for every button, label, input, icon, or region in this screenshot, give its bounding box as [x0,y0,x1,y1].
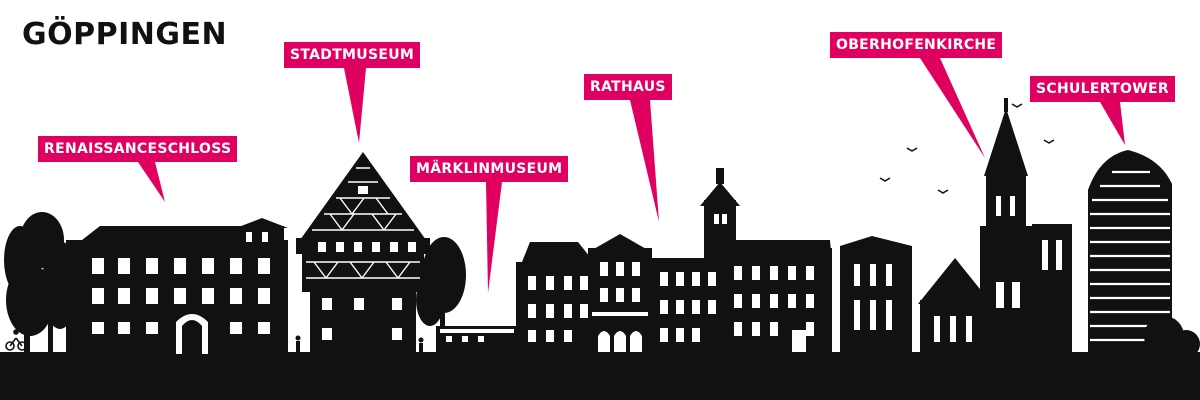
pointer-oberhofenkirche [920,58,985,158]
label-rathaus: RATHAUS [584,74,672,100]
label-oberhofenkirche: OBERHOFENKIRCHE [830,32,1003,58]
label-renaissanceschloss: RENAISSANCESCHLOSS [38,136,238,162]
ground [0,352,1200,400]
label-maerklinmuseum: MÄRKLINMUSEUM [410,156,569,182]
label-stadtmuseum: STADTMUSEUM [284,42,421,68]
stadtmuseum-building [296,152,430,354]
rathaus-building [516,168,832,354]
city-title: GÖPPINGEN [22,17,228,52]
label-schulertower: SCHULERTOWER [1030,76,1175,102]
maerklin-train [436,326,518,352]
renaissanceschloss-building [66,218,288,354]
oberhofenkirche-building [840,98,1072,354]
birds [879,103,1055,194]
pointer-schulertower [1100,102,1125,145]
label-pointers [138,58,1125,293]
pointer-rathaus [630,100,659,222]
pointer-renaissanceschloss [138,162,165,202]
pointer-maerklinmuseum [486,182,502,293]
cyclist-icon [5,329,27,351]
pedestrian-icon [295,335,424,353]
schulertower-building [1088,150,1200,358]
pointer-stadtmuseum [344,68,366,143]
